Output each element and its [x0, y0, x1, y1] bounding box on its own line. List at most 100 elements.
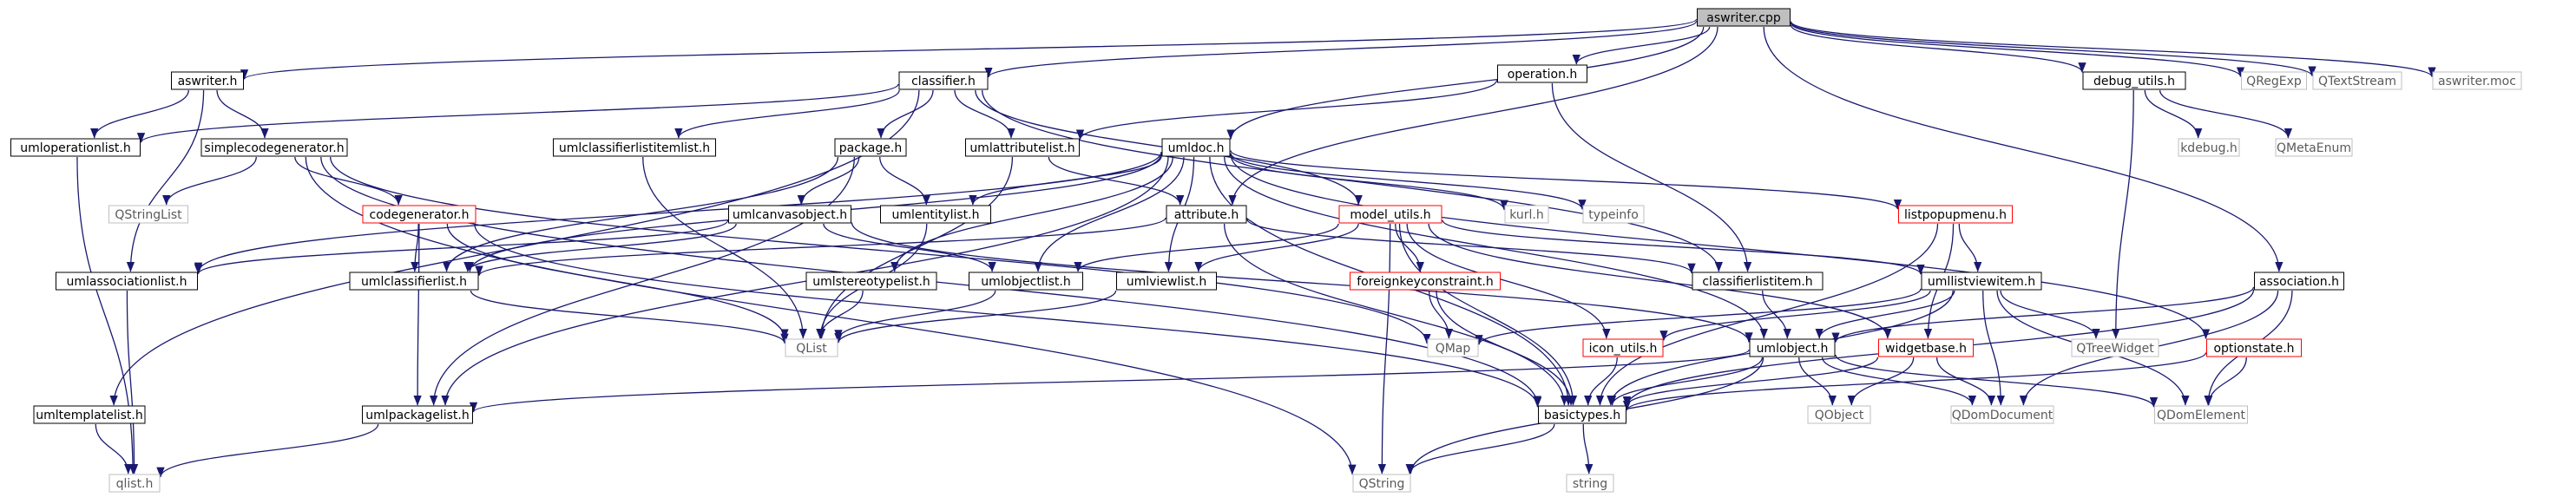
- node-simplecodegenerator-h[interactable]: simplecodegenerator.h: [200, 138, 348, 157]
- edge-line: [1377, 223, 1391, 475]
- node-label: classifier.h: [911, 75, 976, 88]
- node-umlentitylist-h[interactable]: umlentitylist.h: [880, 205, 991, 224]
- edge-line: [1230, 153, 1587, 210]
- node-label: simplecodegenerator.h: [204, 141, 344, 155]
- node-box: [200, 138, 348, 157]
- node-basictypes-h[interactable]: basictypes.h: [1538, 405, 1626, 424]
- edge-debug_utils_h-to-QMetaEnum: [2159, 89, 2293, 139]
- edge-aswriter_h-to-umlassociationlist_h: [126, 89, 205, 272]
- edge-line: [470, 349, 1750, 413]
- node-label: umlobjectlist.h: [981, 275, 1070, 289]
- node-box: [1504, 205, 1549, 224]
- node-umlattributelist-h[interactable]: umlattributelist.h: [965, 138, 1080, 157]
- node-box: [2241, 71, 2307, 90]
- edge-line: [194, 219, 729, 275]
- edge-line: [1223, 223, 1569, 406]
- edge-widgetbase_h-to-QObject: [1847, 357, 1915, 406]
- node-aswriter-cpp[interactable]: aswriter.cpp: [1697, 8, 1791, 27]
- node-box: [1582, 338, 1664, 357]
- edge-line: [1835, 354, 2159, 408]
- edge-classifierlistitem_h-to-umlobject_h: [1762, 290, 1791, 339]
- edge-aswriter_cpp-to-debug_utils_h: [1790, 24, 2086, 73]
- node-box: [728, 205, 851, 224]
- node-aswriter-h[interactable]: aswriter.h: [171, 71, 244, 90]
- node-label: optionstate.h: [2213, 342, 2294, 356]
- edge-line: [823, 223, 996, 272]
- edge-attribute_h-to-umlclassifierlist_h: [475, 217, 1166, 277]
- node-box: [1692, 272, 1824, 291]
- node-box: [171, 71, 244, 90]
- node-umlstereotypelist-h[interactable]: umlstereotypelist.h: [805, 272, 937, 291]
- node-package-h[interactable]: package.h: [834, 138, 907, 157]
- node-classifierlistitem-h[interactable]: classifierlistitem.h: [1692, 272, 1824, 291]
- node-model-utils-h: model_utils.h: [1338, 205, 1442, 224]
- node-box: [33, 405, 146, 424]
- edge-line: [1230, 149, 1902, 210]
- node-umltemplatelist-h[interactable]: umltemplatelist.h: [33, 405, 146, 424]
- edge-line: [797, 156, 860, 206]
- node-umldoc-h[interactable]: umldoc.h: [1161, 138, 1231, 157]
- node-umlobjectlist-h[interactable]: umlobjectlist.h: [969, 272, 1083, 291]
- edge-umlcanvasobject_h-to-umlassociationlist_h: [194, 219, 729, 275]
- edges-layer: [76, 18, 2436, 478]
- node-label: umlstereotypelist.h: [812, 275, 930, 289]
- edge-line: [969, 156, 1162, 206]
- node-label: QString: [1359, 477, 1405, 491]
- node-operation-h[interactable]: operation.h: [1497, 64, 1587, 83]
- node-umlclassifierlist-h[interactable]: umlclassifierlist.h: [349, 272, 479, 291]
- node-kurl-h: kurl.h: [1504, 205, 1549, 224]
- node-umllistviewitem-h[interactable]: umllistviewitem.h: [1921, 272, 2042, 291]
- node-foreignkeyconstraint-h: foreignkeyconstraint.h: [1350, 272, 1501, 291]
- node-umlobject-h[interactable]: umlobject.h: [1749, 338, 1836, 357]
- node-box: [2254, 272, 2344, 291]
- node-umloperationlist-h[interactable]: umloperationlist.h: [10, 138, 141, 157]
- edge-line: [430, 156, 856, 406]
- edge-line: [446, 223, 789, 340]
- node-label: QDomDocument: [1952, 409, 2054, 422]
- edge-line: [330, 156, 1431, 344]
- node-optionstate-h: optionstate.h: [2206, 338, 2302, 357]
- nodes-layer: aswriter.cpp aswriter.h classifier.h operat…: [10, 8, 2522, 493]
- node-label: debug_utils.h: [2093, 75, 2175, 88]
- node-umlpackagelist-h[interactable]: umlpackagelist.h: [362, 405, 473, 424]
- edge-umlobject_h-to-basictypes_h: [1607, 357, 1764, 406]
- node-association-h[interactable]: association.h: [2254, 272, 2344, 291]
- edge-simplecodegenerator_h-to-codegenerator_h: [294, 156, 403, 206]
- edge-line: [1935, 357, 1996, 406]
- edge-line: [442, 156, 839, 272]
- edge-codegenerator_h-to-umlpackagelist_h: [413, 223, 422, 406]
- node-box: [2082, 71, 2186, 90]
- edge-line: [95, 423, 133, 475]
- node-debug-utils-h[interactable]: debug_utils.h: [2082, 71, 2186, 90]
- edge-aswriter_cpp-to-operation_h: [1572, 26, 1711, 65]
- node-umlclassifierlistitemlist-h[interactable]: umlclassifierlistitemlist.h: [553, 138, 716, 157]
- node-label: qlist.h: [116, 477, 154, 491]
- edge-line: [1246, 219, 1696, 274]
- node-classifier-h[interactable]: classifier.h: [898, 71, 989, 90]
- edge-umlassociationlist_h-to-qlist_h: [126, 290, 139, 475]
- edge-umltemplatelist_h-to-qlist_h: [95, 423, 133, 475]
- edge-debug_utils_h-to-QTreeWidget: [2112, 89, 2134, 339]
- edge-line: [162, 156, 257, 206]
- node-box: [1538, 405, 1626, 424]
- edge-line: [1405, 423, 1555, 475]
- edge-classifier_h-to-umloperationlist_h: [137, 83, 899, 143]
- node-umlcanvasobject-h[interactable]: umlcanvasobject.h: [728, 205, 851, 224]
- node-QRegExp: QRegExp: [2241, 71, 2307, 90]
- node-box: [880, 205, 991, 224]
- node-label: QObject: [1815, 409, 1864, 422]
- node-box: [1116, 272, 1217, 291]
- node-box: [1697, 8, 1791, 27]
- node-box: [898, 71, 989, 90]
- edge-line: [76, 156, 137, 475]
- edge-umldoc_h-to-umlobjectlist_h: [1034, 156, 1185, 272]
- node-QList: QList: [785, 338, 838, 357]
- edge-aswriter_h-to-simplecodegenerator_h: [216, 89, 269, 139]
- node-box: [785, 338, 838, 357]
- node-umlassociationlist-h[interactable]: umlassociationlist.h: [56, 272, 198, 291]
- edge-line: [2144, 89, 2203, 139]
- edge-line: [1659, 290, 1931, 341]
- node-umlviewlist-h[interactable]: umlviewlist.h: [1116, 272, 1217, 291]
- edge-line: [1406, 223, 1611, 339]
- node-attribute-h[interactable]: attribute.h: [1166, 205, 1247, 224]
